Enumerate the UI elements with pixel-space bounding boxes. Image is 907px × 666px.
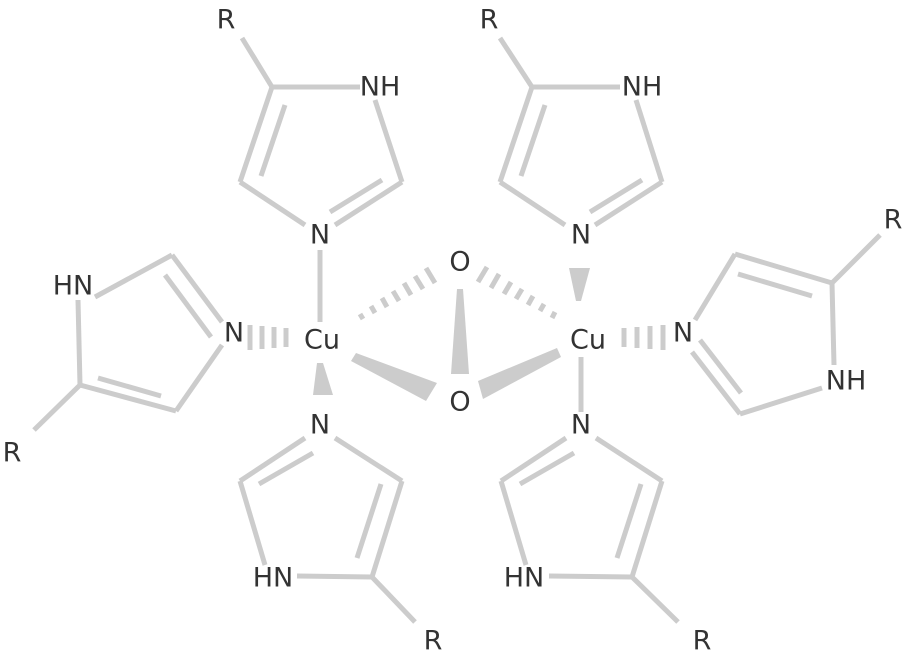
cu-right-o-bottom-wedge <box>478 348 561 399</box>
o-o-wedge-bond <box>451 289 469 374</box>
imid-right-n: N <box>673 318 693 349</box>
imid-bottom-left-r: R <box>424 626 443 657</box>
imid-right-r: R <box>884 205 903 236</box>
imid-left-nh: HN <box>53 271 94 302</box>
cu-right-o-top-hash <box>475 265 558 320</box>
o-top-label: O <box>449 247 470 278</box>
imid-bottom-right-nh: HN <box>504 563 545 594</box>
imidazole-right <box>690 233 882 417</box>
imid-bottom-left-n: N <box>310 410 330 441</box>
imidazole-bottom-right <box>498 435 680 624</box>
imidazole-top-left <box>237 36 405 228</box>
imid-top-left-nh: NH <box>360 72 401 103</box>
imidazole-left <box>32 252 225 432</box>
o-bottom-label: O <box>449 387 470 418</box>
imidazole-top-right <box>497 36 665 228</box>
cu-right-label: Cu <box>570 325 606 356</box>
cu-left-o-top-hash <box>357 266 438 321</box>
imid-bottom-right-r: R <box>693 626 712 657</box>
cu-right-n-right-hash <box>621 325 666 350</box>
imid-top-right-n: N <box>571 220 591 251</box>
atom-labels: Cu Cu O O R NH N HN N R N HN R R NH N R … <box>3 5 903 657</box>
cu-n-bonds <box>247 250 666 412</box>
imid-left-n: N <box>224 318 244 349</box>
cu-left-n-left-hash <box>247 325 289 350</box>
imid-top-left-n: N <box>310 220 330 251</box>
imid-bottom-right-n: N <box>571 410 591 441</box>
core-bonds <box>351 265 561 401</box>
imid-top-right-nh: NH <box>622 72 663 103</box>
imid-left-r: R <box>3 438 22 469</box>
imid-top-left-r: R <box>217 5 236 36</box>
cu-left-label: Cu <box>304 325 340 356</box>
cu-left-o-bottom-wedge <box>351 353 437 401</box>
imid-bottom-left-nh: HN <box>253 563 294 594</box>
imid-top-right-r: R <box>480 5 499 36</box>
imid-right-nh: NH <box>826 366 867 397</box>
imidazole-bottom-left <box>237 435 417 624</box>
